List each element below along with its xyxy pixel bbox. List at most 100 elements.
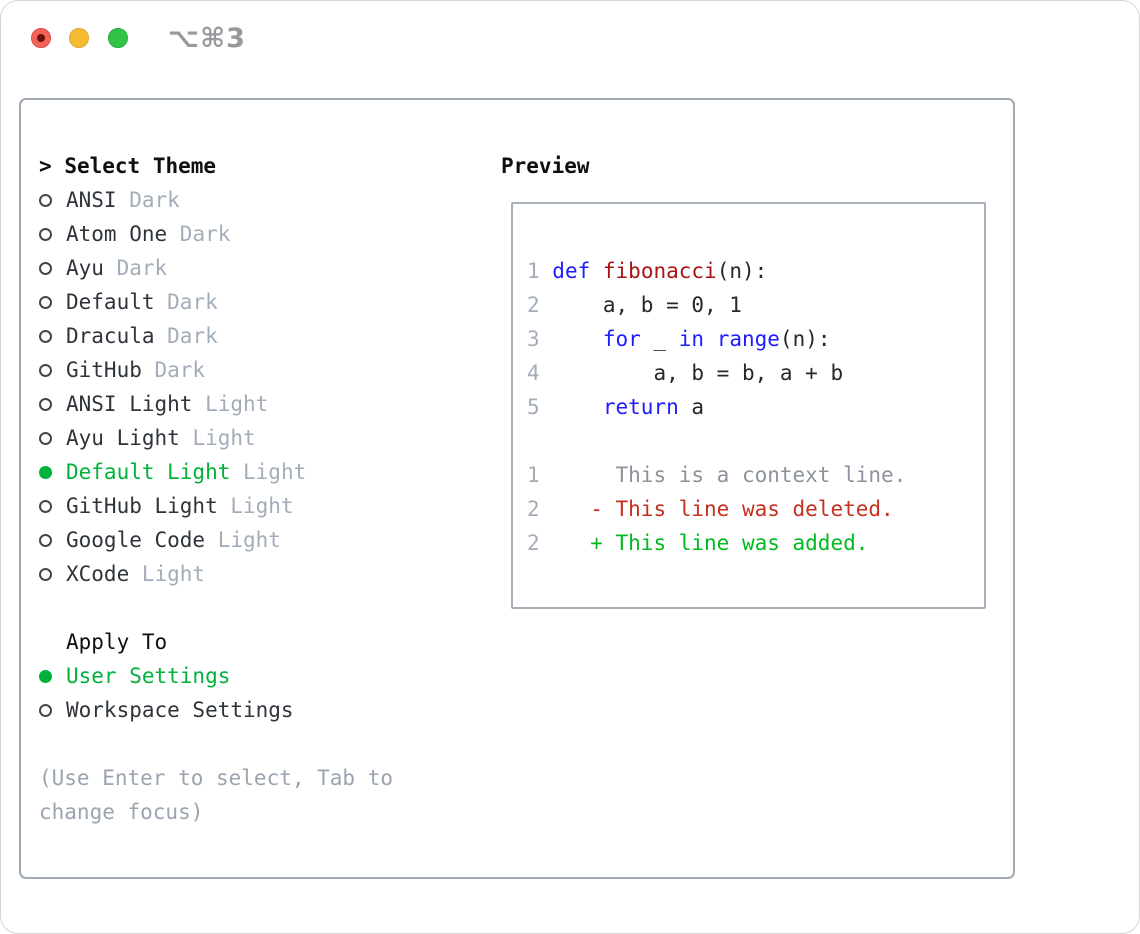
theme-option-atom-one[interactable]: Atom One Dark bbox=[39, 217, 479, 251]
code-segment-ln: 4 bbox=[527, 361, 553, 385]
code-line: 2 + This line was added. bbox=[527, 526, 984, 560]
code-line bbox=[527, 424, 984, 458]
select-theme-heading: > Select Theme bbox=[39, 149, 479, 183]
titlebar: ⌥⌘3 bbox=[1, 1, 1139, 76]
code-segment-pl: a, b = 0, 1 bbox=[552, 293, 742, 317]
option-label: Ayu Light bbox=[66, 426, 180, 450]
option-tag: Light bbox=[141, 562, 206, 586]
theme-option-ansi[interactable]: ANSI Dark bbox=[39, 183, 479, 217]
option-label: Default bbox=[66, 290, 155, 314]
code-segment-kw: range bbox=[716, 327, 780, 351]
radio-icon bbox=[39, 703, 52, 717]
option-tag: Light bbox=[205, 392, 269, 416]
option-label: Atom One bbox=[66, 222, 168, 246]
radio-icon bbox=[39, 533, 52, 547]
code-segment-ln: 1 bbox=[527, 463, 540, 487]
option-label: User Settings bbox=[66, 664, 231, 688]
code-line: 1 This is a context line. bbox=[527, 458, 984, 492]
maximize-button[interactable] bbox=[108, 28, 128, 48]
code-line: 2 - This line was deleted. bbox=[527, 492, 984, 526]
option-tag: Light bbox=[230, 494, 294, 518]
radio-icon bbox=[39, 193, 52, 207]
radio-icon bbox=[39, 431, 52, 445]
radio-icon bbox=[39, 567, 52, 581]
option-label: Dracula bbox=[66, 324, 155, 348]
option-tag: Dark bbox=[179, 222, 231, 246]
code-segment-fn: fibonacci bbox=[602, 259, 717, 283]
theme-option-default-light[interactable]: Default Light Light bbox=[39, 455, 479, 489]
option-tag: Light bbox=[192, 426, 256, 450]
preview-heading: Preview bbox=[501, 154, 590, 178]
window-title: ⌥⌘3 bbox=[168, 23, 246, 54]
help-line: (Use Enter to select, Tab to bbox=[39, 766, 394, 790]
code-segment-pl: _ bbox=[640, 327, 679, 351]
code-segment-ln: 5 bbox=[527, 395, 553, 419]
apply-to-heading: Apply To bbox=[66, 630, 168, 654]
code-line: 2 a, b = 0, 1 bbox=[527, 288, 984, 322]
radio-icon bbox=[39, 329, 52, 343]
option-tag: Light bbox=[243, 460, 307, 484]
code-line: 4 a, b = b, a + b bbox=[527, 356, 984, 390]
code-segment-ctx: This is a context line. bbox=[539, 463, 907, 487]
code-segment-ln: 3 bbox=[527, 327, 553, 351]
spacer bbox=[39, 591, 479, 625]
code-segment-kw: return bbox=[602, 395, 679, 419]
code-segment-kw: def bbox=[552, 259, 591, 283]
code-segment-ln: 1 bbox=[527, 259, 553, 283]
option-label: ANSI Light bbox=[66, 392, 193, 416]
code-line: 5 return a bbox=[527, 390, 984, 424]
code-segment-pl: (n): bbox=[716, 259, 768, 283]
option-tag: Light bbox=[217, 528, 281, 552]
theme-option-dracula[interactable]: Dracula Dark bbox=[39, 319, 479, 353]
code-segment-pl bbox=[552, 395, 603, 419]
option-tag: Dark bbox=[154, 358, 206, 382]
option-label: Ayu bbox=[66, 256, 104, 280]
option-tag: Dark bbox=[129, 188, 180, 212]
theme-option-ayu[interactable]: Ayu Dark bbox=[39, 251, 479, 285]
option-label: GitHub Light bbox=[66, 494, 218, 518]
close-button[interactable] bbox=[31, 28, 51, 48]
apply-option-user-settings[interactable]: User Settings bbox=[39, 659, 479, 693]
apply-option-workspace-settings[interactable]: Workspace Settings bbox=[39, 693, 479, 727]
code-segment-add: + This line was added. bbox=[539, 531, 869, 555]
code-segment-ln: 2 bbox=[527, 497, 540, 521]
theme-option-github-light[interactable]: GitHub Light Light bbox=[39, 489, 479, 523]
code-segment-pl bbox=[552, 327, 603, 351]
code-segment-kw: for bbox=[602, 327, 641, 351]
close-dot-icon bbox=[37, 34, 45, 42]
option-label: Workspace Settings bbox=[66, 698, 294, 722]
radio-icon bbox=[39, 261, 52, 275]
help-line: change focus) bbox=[39, 800, 204, 824]
select-theme-heading-label: Select Theme bbox=[64, 154, 217, 178]
help-text: (Use Enter to select, Tab to change focu… bbox=[39, 761, 479, 829]
radio-icon bbox=[39, 227, 52, 241]
code-segment-pl bbox=[590, 259, 603, 283]
code-line: 3 for _ in range(n): bbox=[527, 322, 984, 356]
code-segment-pl: a, b = b, a + b bbox=[552, 361, 844, 385]
option-label: ANSI bbox=[66, 188, 117, 212]
theme-option-ayu-light[interactable]: Ayu Light Light bbox=[39, 421, 479, 455]
radio-selected-icon bbox=[39, 669, 52, 683]
theme-option-ansi-light[interactable]: ANSI Light Light bbox=[39, 387, 479, 421]
option-tag: Dark bbox=[116, 256, 168, 280]
code-segment-pl bbox=[704, 327, 717, 351]
code-segment-del: - This line was deleted. bbox=[539, 497, 894, 521]
focus-caret-icon: > bbox=[39, 154, 52, 178]
code-segment-pl: (n): bbox=[779, 327, 831, 351]
radio-icon bbox=[39, 363, 52, 377]
code-line: 1 def fibonacci(n): bbox=[527, 254, 984, 288]
minimize-button[interactable] bbox=[69, 28, 89, 48]
theme-option-github[interactable]: GitHub Dark bbox=[39, 353, 479, 387]
option-label: Default Light bbox=[66, 460, 231, 484]
radio-selected-icon bbox=[39, 465, 52, 479]
option-label: GitHub bbox=[66, 358, 142, 382]
radio-icon bbox=[39, 499, 52, 513]
option-tag: Dark bbox=[167, 324, 218, 348]
